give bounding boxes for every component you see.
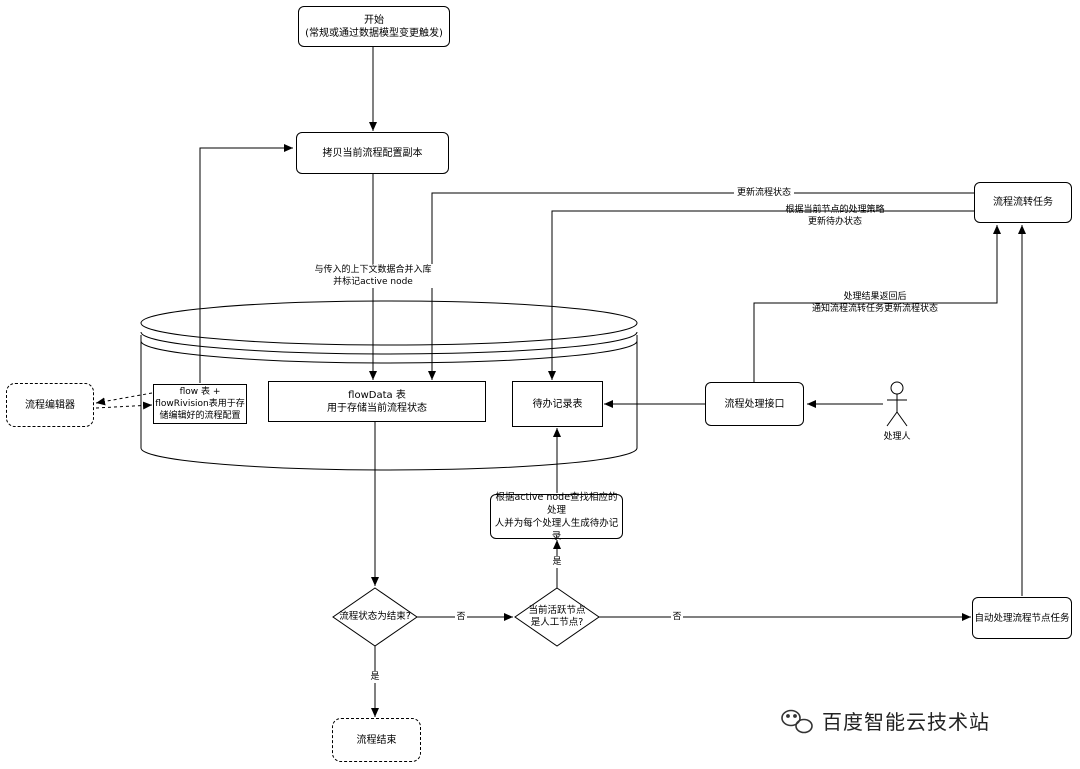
flow-end-node: 流程结束	[332, 718, 421, 762]
flow-end-label: 流程结束	[356, 734, 397, 746]
todo-table-label: 待办记录表	[532, 398, 583, 410]
flow-table-line1: flow 表 +	[179, 387, 221, 397]
strategy-edge-label: 根据当前节点的处理策略 更新待办状态	[770, 204, 900, 228]
todo-table-node: 待办记录表	[512, 381, 603, 427]
is-end-label: 流程状态为结束?	[339, 611, 411, 622]
is-manual-line2: 是人工节点?	[530, 617, 584, 628]
watermark-text: 百度智能云技术站	[822, 710, 990, 734]
strategy-line2: 更新待办状态	[807, 217, 862, 227]
result-line1: 处理结果返回后	[843, 292, 907, 302]
flow-editor-label: 流程编辑器	[25, 399, 75, 411]
transfer-task-label: 流程流转任务	[993, 197, 1053, 208]
result-line2: 通知流程流转任务更新流程状态	[811, 304, 938, 314]
flowdata-line2: 用于存储当前流程状态	[327, 402, 427, 414]
flowdata-line1: flowData 表	[348, 389, 406, 401]
yes-label-manual: 是	[551, 556, 563, 568]
find-handler-node: 根据active node查找相应的处理 人并为每个处理人生成待办记录	[490, 491, 623, 542]
is-manual-label: 当前活跃节点 是人工节点?	[515, 605, 599, 629]
flow-table-line3: 储编辑好的流程配置	[159, 411, 241, 421]
yes-label-end: 是	[369, 671, 381, 683]
strategy-line1: 根据当前节点的处理策略	[785, 205, 885, 215]
auto-task-node: 自动处理流程节点任务	[972, 597, 1072, 639]
auto-task-label: 自动处理流程节点任务	[974, 612, 1070, 624]
start-subtitle: (常规或通过数据模型变更触发)	[305, 27, 443, 39]
transfer-task-node: 流程流转任务	[974, 182, 1072, 223]
merge-line1: 与传入的上下文数据合并入库	[314, 265, 432, 275]
find-handler-line1: 根据active node查找相应的处理	[495, 491, 618, 516]
flowdata-table-node: flowData 表 用于存储当前流程状态	[268, 381, 486, 422]
flow-table-line2: flowRivision表用于存	[155, 399, 245, 409]
flow-table-node: flow 表 + flowRivision表用于存 储编辑好的流程配置	[153, 384, 247, 424]
update-status-edge-label: 更新流程状态	[734, 187, 794, 199]
no-label-1: 否	[455, 611, 467, 623]
start-title: 开始	[364, 14, 384, 26]
merge-edge-label: 与传入的上下文数据合并入库 并标记active node	[300, 264, 446, 288]
copy-config-node: 拷贝当前流程配置副本	[296, 132, 449, 174]
merge-line2: 并标记active node	[333, 277, 413, 287]
is-manual-node-diamond	[514, 587, 600, 647]
handler-actor-label: 处理人	[883, 432, 911, 442]
flow-editor-node: 流程编辑器	[6, 383, 94, 427]
process-interface-label: 流程处理接口	[724, 398, 785, 410]
no-label-2: 否	[671, 611, 683, 623]
process-interface-node: 流程处理接口	[705, 382, 804, 426]
find-handler-line2: 人并为每个处理人生成待办记录	[494, 517, 619, 542]
wechat-logo-icon	[781, 709, 813, 734]
copy-config-label: 拷贝当前流程配置副本	[322, 147, 423, 159]
start-node: 开始 (常规或通过数据模型变更触发)	[298, 6, 450, 47]
is-manual-line1: 当前活跃节点	[528, 605, 586, 616]
result-edge-label: 处理结果返回后 通知流程流转任务更新流程状态	[795, 291, 955, 315]
handler-actor-icon	[886, 381, 908, 427]
